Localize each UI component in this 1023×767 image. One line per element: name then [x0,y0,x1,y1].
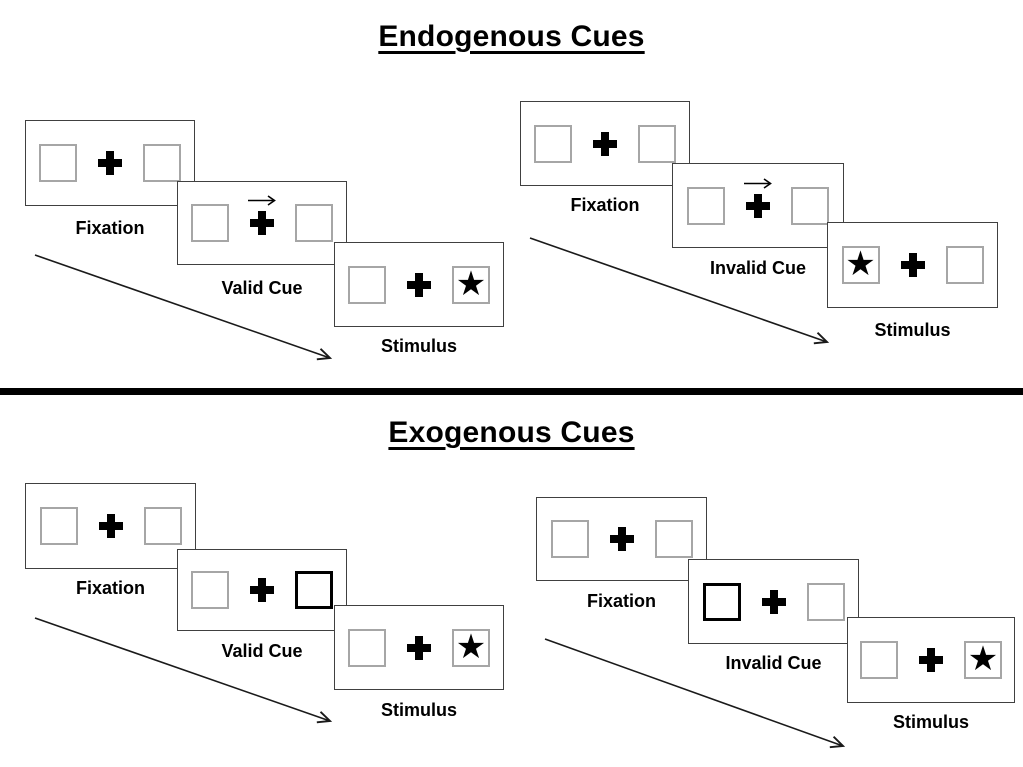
stimulus-box-right: ★ [964,641,1002,679]
cue-arrow-right-icon [744,177,772,189]
placeholder-box-right [143,507,182,545]
placeholder-box-left [39,507,78,545]
cue-panel [672,163,844,248]
section-title-exogenous-text: Exogenous Cues [388,416,635,449]
placeholder-box-left [191,571,229,609]
star-icon: ★ [967,640,999,678]
placeholder-box-right [791,186,829,225]
star-icon: ★ [455,627,487,666]
fixation-cross-icon [761,589,786,614]
fixation-cross-icon [248,195,276,235]
fixation-panel [520,101,690,186]
stimulus-box-left: ★ [841,245,880,284]
section-divider [0,388,1023,395]
placeholder-box-right [806,582,845,621]
fixation-cross-icon [900,253,925,277]
panel-label-valid-cue: Valid Cue [221,641,303,661]
panel-label-stimulus: Stimulus [380,336,457,356]
timeline-arrow [544,638,856,756]
cue-box-left-bold [702,582,741,621]
cue-arrow-right-icon [248,195,276,206]
fixation-cross-icon [919,648,943,672]
stimulus-box-right: ★ [452,627,490,667]
panel-label-fixation: Fixation [75,218,145,238]
fixation-cross-icon [250,578,274,602]
placeholder-box-right [295,204,333,242]
placeholder-box-left [348,265,386,304]
panel-label-stimulus: Stimulus [874,320,951,340]
panel-label-stimulus: Stimulus [892,712,969,732]
placeholder-box-left [348,628,386,667]
fixation-cross-icon [609,527,634,551]
placeholder-box-left [39,144,77,182]
placeholder-box-left [860,641,898,679]
fixation-cross-icon [593,131,617,156]
section-title-endogenous: Endogenous Cues [0,20,1023,54]
cue-panel [177,181,347,265]
timeline-arrow [529,237,839,351]
cue-box-right-bold [295,571,333,609]
fixation-panel [25,483,196,569]
star-icon: ★ [455,264,487,303]
star-icon: ★ [845,245,876,283]
stimulus-panel: ★ [334,605,504,690]
fixation-cross-icon [407,272,431,297]
cue-panel [688,559,859,644]
section-title-exogenous: Exogenous Cues [0,416,1023,450]
fixation-panel [536,497,707,581]
placeholder-box-right [654,520,693,558]
stimulus-panel: ★ [334,242,504,327]
timeline-arrow [34,617,342,729]
timeline-arrow [34,254,342,366]
placeholder-box-left [687,186,725,225]
stimulus-panel: ★ [827,222,998,308]
section-title-endogenous-text: Endogenous Cues [378,20,645,53]
panel-label-valid-cue: Valid Cue [221,278,303,298]
placeholder-box-left [534,124,572,163]
placeholder-box-right [638,124,676,163]
fixation-cross-icon [98,151,122,175]
placeholder-box-left [191,204,229,242]
panel-label-fixation: Fixation [570,195,640,215]
fixation-cross-icon [98,514,123,538]
placeholder-box-left [550,520,589,558]
panel-label-stimulus: Stimulus [380,700,457,720]
fixation-cross-icon [407,635,431,660]
panel-label-invalid-cue: Invalid Cue [725,653,822,673]
cue-panel [177,549,347,631]
stimulus-box-right: ★ [452,264,490,304]
placeholder-box-right [945,246,984,284]
fixation-cross-icon [744,177,772,218]
placeholder-box-right [143,144,181,182]
panel-label-invalid-cue: Invalid Cue [709,258,807,278]
stimulus-panel: ★ [847,617,1015,703]
panel-label-fixation: Fixation [586,591,656,611]
panel-label-fixation: Fixation [75,578,145,598]
fixation-panel [25,120,195,206]
